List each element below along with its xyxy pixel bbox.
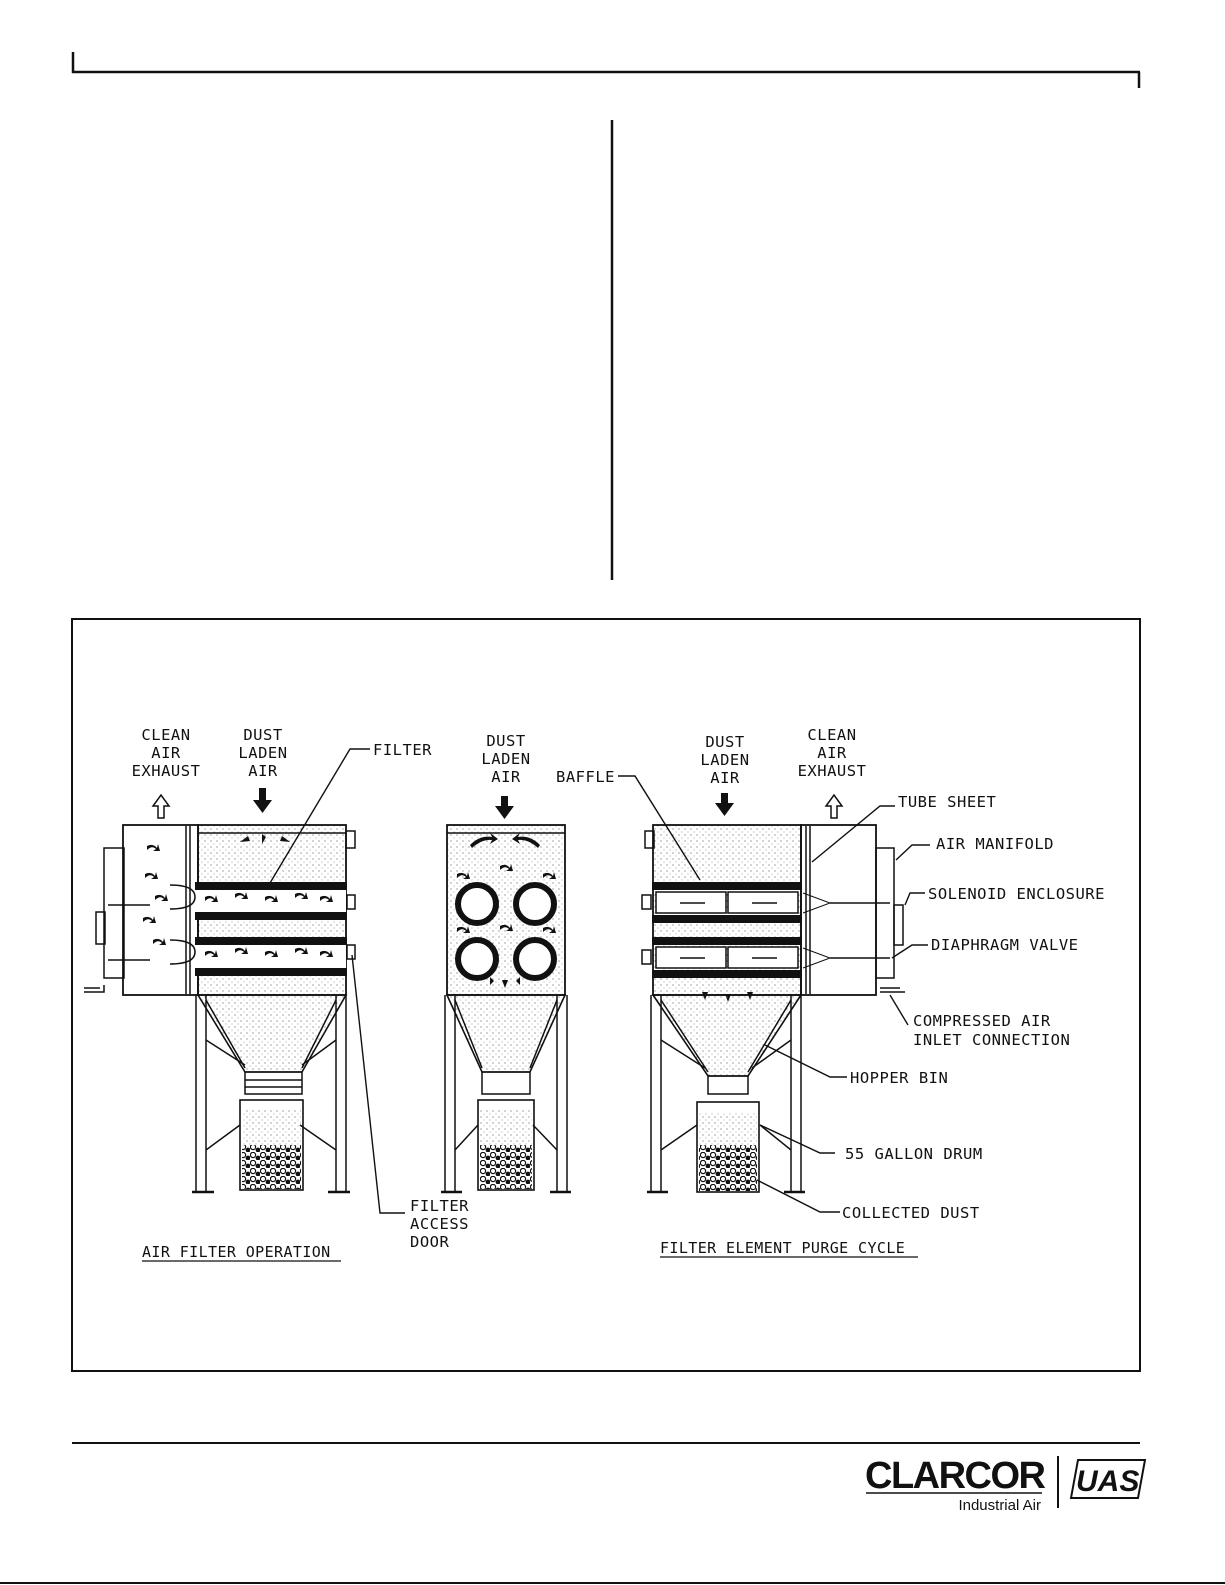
collector-middle-end-view [441, 824, 571, 1194]
label-filter-access-door: FILTER ACCESS DOOR [410, 1197, 469, 1251]
svg-text:DUST: DUST [243, 726, 282, 744]
svg-text:CLEAN: CLEAN [807, 726, 856, 744]
label-dust-laden-air-left: DUST LADEN AIR [238, 726, 287, 780]
svg-text:AIR: AIR [710, 769, 740, 787]
svg-text:AIR: AIR [817, 744, 847, 762]
svg-text:COMPRESSED AIR: COMPRESSED AIR [913, 1012, 1051, 1030]
label-55-gallon-drum: 55 GALLON DRUM [845, 1145, 983, 1163]
label-baffle: BAFFLE [556, 768, 615, 786]
collector-left-side-view [84, 824, 356, 1194]
leader-lines [269, 748, 930, 1214]
svg-text:LADEN: LADEN [481, 750, 530, 768]
label-clean-air-exhaust-right: CLEAN AIR EXHAUST [798, 726, 867, 780]
svg-text:UAS: UAS [1076, 1465, 1139, 1498]
label-dust-laden-air-middle: DUST LADEN AIR [481, 732, 530, 786]
figure-frame [71, 618, 1141, 1372]
svg-text:INLET CONNECTION: INLET CONNECTION [913, 1031, 1070, 1049]
uas-logo: UAS [1069, 1459, 1147, 1499]
label-diaphragm-valve: DIAPHRAGM VALVE [931, 936, 1078, 954]
svg-text:EXHAUST: EXHAUST [798, 762, 867, 780]
svg-text:EXHAUST: EXHAUST [132, 762, 201, 780]
label-solenoid-enclosure: SOLENOID ENCLOSURE [928, 885, 1105, 903]
label-dust-laden-air-right: DUST LADEN AIR [700, 733, 749, 787]
svg-text:LADEN: LADEN [700, 751, 749, 769]
svg-text:AIR: AIR [248, 762, 278, 780]
clarcor-logo: CLARCOR Industrial Air [865, 1455, 1047, 1514]
label-tube-sheet: TUBE SHEET [898, 793, 996, 811]
exhaust-arrows [151, 793, 844, 819]
svg-text:FILTER: FILTER [410, 1197, 469, 1215]
label-clean-air-exhaust-left: CLEAN AIR EXHAUST [132, 726, 201, 780]
label-filter: FILTER [373, 741, 432, 759]
svg-text:Industrial Air: Industrial Air [958, 1497, 1041, 1514]
page-header-rule [71, 52, 1141, 88]
inflow-arrows [253, 788, 734, 819]
svg-text:DUST: DUST [486, 732, 525, 750]
svg-text:CLEAN: CLEAN [141, 726, 190, 744]
svg-text:LADEN: LADEN [238, 744, 287, 762]
svg-text:DUST: DUST [705, 733, 744, 751]
label-hopper-bin: HOPPER BIN [850, 1069, 948, 1087]
label-collected-dust: COLLECTED DUST [842, 1204, 980, 1222]
svg-text:AIR: AIR [151, 744, 181, 762]
svg-text:AIR: AIR [491, 768, 521, 786]
svg-text:DOOR: DOOR [410, 1233, 449, 1251]
caption-filter-element-purge-cycle: FILTER ELEMENT PURGE CYCLE [660, 1239, 905, 1257]
label-compressed-air-inlet: COMPRESSED AIR INLET CONNECTION [913, 1012, 1070, 1049]
collector-right-side-view [641, 824, 905, 1194]
svg-text:ACCESS: ACCESS [410, 1215, 469, 1233]
caption-air-filter-operation: AIR FILTER OPERATION [142, 1243, 331, 1261]
label-air-manifold: AIR MANIFOLD [936, 835, 1054, 853]
svg-text:CLARCOR: CLARCOR [865, 1455, 1046, 1497]
